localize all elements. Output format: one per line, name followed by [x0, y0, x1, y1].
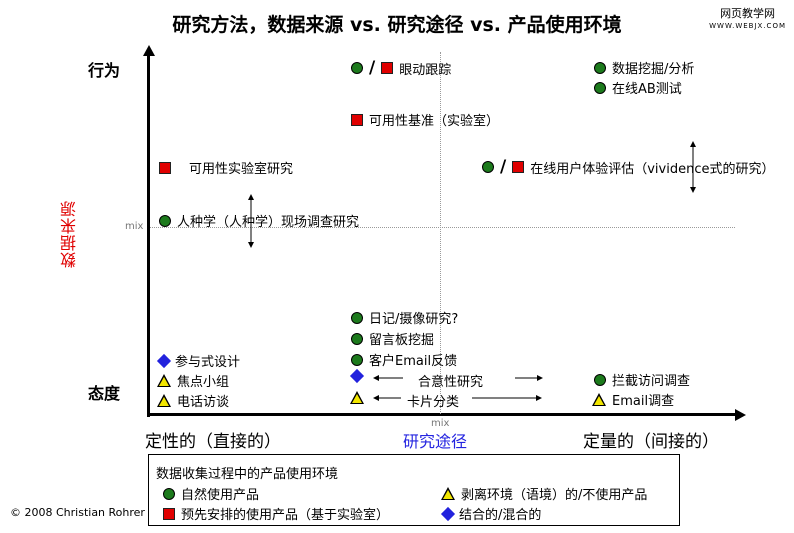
scripted-use-icon [351, 113, 363, 126]
scripted-use-icon [159, 161, 171, 174]
legend [148, 454, 680, 526]
slash-separator: / [369, 58, 376, 78]
method-desirability [349, 368, 365, 384]
legend-decontextualized: 剥离环境（语境）的/不使用产品 [441, 484, 647, 503]
method-label: 在线用户体验评估（vividence式的研究） [530, 161, 775, 177]
x-label-quantitative: 定量的（间接的） [583, 432, 719, 452]
decontextualized-icon [592, 393, 606, 406]
decontextualized-icon [157, 374, 171, 387]
method-label: Email调查 [612, 394, 675, 409]
method-card-sort [350, 391, 364, 404]
method-label: 卡片分类 [407, 395, 460, 410]
legend-label: 结合的/混合的 [459, 508, 542, 523]
method-data-mining: 数据挖掘/分析 [594, 58, 694, 77]
legend-label: 自然使用产品 [181, 488, 260, 503]
method-online-ux: / 在线用户体验评估（vividence式的研究） [482, 157, 774, 177]
method-lab-study: 可用性实验室研究 [159, 158, 293, 177]
left-arrow-icon [373, 375, 403, 381]
combined-icon [156, 353, 172, 368]
natural-use-icon [163, 487, 175, 500]
watermark-url: WWW.WEBJX.COM [709, 22, 786, 30]
method-label: 拦截访问调查 [612, 374, 691, 389]
watermark: 网页教学网 WWW.WEBJX.COM [709, 8, 786, 32]
vertical-mix-line [440, 52, 441, 414]
method-participatory: 参与式设计 [156, 351, 241, 370]
x-mix-label: mix [431, 418, 450, 429]
natural-use-icon [351, 311, 363, 324]
method-intercept: 拦截访问调查 [594, 370, 690, 389]
legend-title: 数据收集过程中的产品使用环境 [156, 467, 339, 482]
method-label: 数据挖掘/分析 [612, 62, 695, 77]
method-benchmarking: 可用性基准（实验室） [351, 110, 499, 129]
method-eyetracking: / 眼动跟踪 [351, 58, 451, 78]
scripted-use-icon [381, 62, 394, 74]
range-arrow-icon [248, 194, 254, 248]
legend-label: 预先安排的使用产品（基于实验室） [181, 508, 390, 523]
method-label: 客户Email反馈 [369, 354, 458, 369]
method-ethnography: 人种学（人种学）现场调查研究 [159, 211, 359, 230]
method-email-survey: Email调查 [592, 390, 674, 409]
right-arrow-icon [515, 375, 543, 381]
method-label: 电话访谈 [177, 395, 230, 410]
y-label-behavioral: 行为 [88, 61, 121, 80]
method-diary: 日记/摄像研究? [351, 308, 458, 327]
method-label: 留言板挖掘 [369, 333, 435, 348]
method-message-board: 留言板挖掘 [351, 329, 434, 348]
legend-combined: 结合的/混合的 [440, 504, 542, 523]
combined-icon [440, 506, 456, 521]
legend-label: 剥离环境（语境）的/不使用产品 [461, 488, 648, 503]
decontextualized-icon [350, 391, 364, 404]
method-label: 焦点小组 [177, 375, 230, 390]
x-axis-line [147, 413, 737, 416]
method-label: 眼动跟踪 [399, 62, 452, 78]
legend-scripted: 预先安排的使用产品（基于实验室） [163, 504, 389, 523]
method-label: 在线AB测试 [612, 82, 682, 97]
decontextualized-icon [157, 394, 171, 407]
natural-use-icon [482, 161, 494, 173]
horizontal-mix-line [150, 227, 735, 228]
natural-use-icon [351, 62, 363, 74]
method-label: 参与式设计 [175, 355, 241, 370]
natural-use-icon [594, 373, 606, 386]
left-arrow-icon [373, 395, 401, 401]
natural-use-icon [594, 81, 606, 94]
natural-use-icon [594, 61, 606, 74]
slash-separator: / [500, 157, 507, 177]
method-label: 可用性基准（实验室） [369, 114, 500, 129]
y-axis-title: 数据来源 [60, 200, 79, 268]
y-label-attitudinal: 态度 [88, 384, 121, 403]
method-phone: 电话访谈 [157, 391, 229, 410]
natural-use-icon [159, 214, 171, 227]
x-axis-arrowhead [735, 409, 746, 421]
method-label: 日记/摄像研究? [369, 312, 459, 327]
y-axis-arrowhead [143, 45, 155, 56]
scripted-use-icon [163, 507, 175, 520]
decontextualized-icon [441, 487, 455, 500]
x-label-qualitative: 定性的（直接的） [145, 432, 281, 452]
chart-title: 研究方法，数据来源 vs. 研究途径 vs. 产品使用环境 [172, 14, 622, 36]
method-label: 可用性实验室研究 [189, 162, 294, 177]
x-axis-title: 研究途径 [403, 432, 468, 451]
watermark-title: 网页教学网 [720, 7, 776, 20]
method-email-feedback: 客户Email反馈 [351, 350, 457, 369]
copyright: © 2008 Christian Rohrer [10, 506, 145, 519]
method-label: 合意性研究 [418, 375, 484, 390]
method-label: 人种学（人种学）现场调查研究 [177, 215, 360, 230]
combined-icon [349, 368, 365, 384]
natural-use-icon [351, 353, 363, 366]
method-focus-group: 焦点小组 [157, 371, 229, 390]
y-axis-line [147, 52, 150, 417]
range-arrow-icon [690, 141, 696, 193]
right-arrow-icon [472, 395, 542, 401]
method-ab-testing: 在线AB测试 [594, 78, 682, 97]
legend-natural: 自然使用产品 [163, 484, 259, 503]
scripted-use-icon [512, 161, 525, 173]
y-mix-label: mix [125, 221, 144, 232]
natural-use-icon [351, 332, 363, 345]
